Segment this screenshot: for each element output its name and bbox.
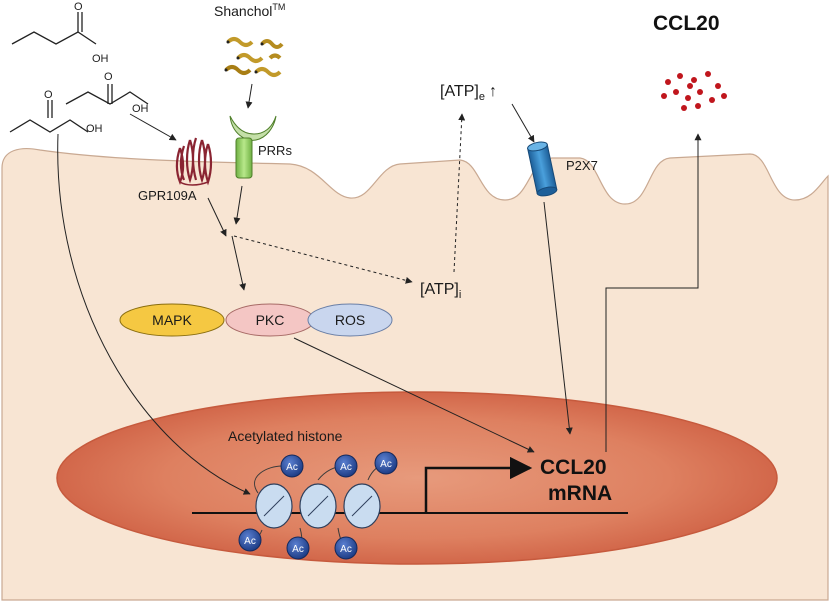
prrs-label: PRRs (258, 143, 292, 158)
ccl20-secretion-arrow (605, 133, 702, 452)
p2x7-label: P2X7 (566, 158, 598, 173)
p2x7-to-mrna-arrow (543, 201, 573, 435)
butyrate-molecule-1 (11, 12, 97, 45)
acetyl-label-2: Ac (340, 462, 352, 473)
nucleus (56, 391, 778, 565)
acetyl-label-5: Ac (292, 544, 304, 555)
transcription-start-arrow (424, 456, 533, 513)
acetyl-label-4: Ac (244, 536, 256, 547)
acetyl-badge-3 (374, 451, 398, 475)
atp-e-label: [ATP]e ↑ (440, 83, 497, 103)
ccl20-mrna-line2: mRNA (548, 482, 612, 505)
to-pkc-arrow (231, 235, 247, 291)
atp-e-text: [ATP] (440, 83, 479, 100)
prr-signal-arrow (233, 185, 243, 225)
butyrate-2-hydroxyl: OH (132, 103, 149, 115)
mapk-label: MAPK (152, 312, 192, 328)
atp-to-p2x7-arrow (511, 103, 535, 143)
acetyl-badge-6 (334, 536, 358, 560)
atp-e-subscript: e (479, 91, 485, 103)
shanchol-trademark: TM (272, 2, 285, 12)
to-atp-i-dotted-arrow (233, 235, 413, 284)
gpr109a-receptor (175, 137, 213, 186)
ccl20-title: CCL20 (653, 12, 720, 35)
shanchol-name: Shanchol (214, 3, 272, 19)
gpr109a-label: GPR109A (138, 188, 197, 203)
atp-i-label: [ATP]i (420, 281, 461, 301)
ccl20-protein-dots (661, 71, 727, 111)
ros-label: ROS (335, 312, 365, 328)
butyrate-1-oxygen: O (74, 1, 83, 13)
butyrate-3-oxygen: O (44, 89, 53, 101)
ccl20-mrna-line1: CCL20 (540, 456, 607, 479)
gpr109a-signal-arrow (207, 197, 227, 237)
acetyl-badge-4 (238, 528, 262, 552)
atp-release-dotted-arrow (453, 113, 466, 273)
acetyl-label-3: Ac (380, 459, 392, 470)
shanchol-bacteria (224, 37, 284, 77)
butyrate-3-hydroxyl: OH (86, 123, 103, 135)
butyrate-1-hydroxyl: OH (92, 53, 109, 65)
atp-i-text: [ATP] (420, 281, 459, 298)
shanchol-label: ShancholTM (214, 2, 285, 19)
butyrate-molecule-3 (9, 100, 89, 133)
acetyl-badge-1 (280, 454, 304, 478)
bacteria-to-prr-arrow (245, 83, 253, 109)
butyrate-to-gpr109a-arrow (129, 113, 177, 141)
p2x7-receptor (527, 141, 558, 197)
acetyl-label-6: Ac (340, 544, 352, 555)
atp-i-subscript: i (459, 289, 461, 301)
pkc-to-mrna-arrow (293, 337, 535, 453)
prr-receptor (229, 115, 277, 179)
acetyl-badge-2 (334, 454, 358, 478)
atp-e-increase-arrow: ↑ (489, 83, 497, 100)
mapk-node (119, 303, 225, 337)
ros-node (307, 303, 393, 337)
butyrate-2-oxygen: O (104, 71, 113, 83)
acetyl-label-1: Ac (286, 462, 298, 473)
acetyl-badge-5 (286, 536, 310, 560)
acetylated-histone-label: Acetylated histone (228, 428, 343, 444)
acetyl-groups: Ac Ac Ac Ac Ac Ac (238, 451, 398, 560)
butyrate-molecule-2 (65, 84, 149, 105)
pkc-label: PKC (256, 312, 285, 328)
histone-group (249, 463, 387, 549)
butyrate-to-histone-arrow (57, 133, 251, 495)
